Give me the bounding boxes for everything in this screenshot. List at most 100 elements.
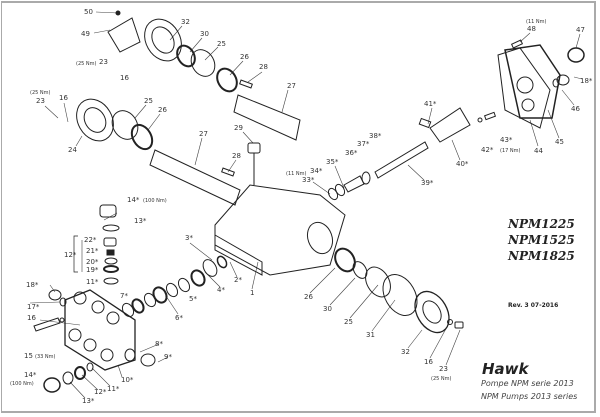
callout: 34* [310,167,323,175]
bearing-26 [216,67,238,93]
callout: 32 [181,18,190,26]
model-name: NPM1525 [508,233,575,247]
callout: 10* [121,376,134,384]
torque-note: (100 Nm) [10,381,34,387]
callout: 4* [217,286,225,294]
callout: 35* [326,158,339,166]
frame-border [1,1,596,413]
callout: 17* [27,303,40,311]
callout: 11* [86,278,99,286]
pin-41 [418,117,432,129]
valve-plug-14 [99,204,117,218]
callout: 24 [68,146,77,154]
callout: 46 [571,105,580,113]
callout: 37* [357,140,370,148]
torque-note: (25 Nm) [76,61,97,67]
callout: 40* [456,160,469,168]
callout: 49 [81,30,90,38]
torque-note: (33 Nm) [35,354,56,360]
oring-46 [552,78,560,88]
valve-plug-14b [43,377,61,393]
subtitle-french: Pompe NPM serie 2013 [481,379,574,388]
torque-note: (11 Nm) [286,171,307,177]
valve-22 [103,237,117,247]
callout: 45 [555,138,564,146]
manifold [64,289,136,371]
model-name: NPM1225 [508,217,575,231]
callout: 16 [59,94,68,102]
seal-30 [176,44,196,68]
callout: 33* [302,176,315,184]
key-28 [239,79,253,89]
callout: 47 [576,26,585,34]
screw-23b [454,321,464,329]
part-36 [361,171,371,185]
callout: 6* [175,314,183,322]
callout: 29 [234,124,243,132]
callout: 22* [84,236,97,244]
callout: 11* [107,385,120,393]
gasket-31 [382,274,418,316]
callout: 42* [481,146,494,154]
callout: 9* [164,353,172,361]
callout: 16 [27,314,36,322]
callout: 43* [500,136,513,144]
callout: 41* [424,100,437,108]
washer-42 [477,117,483,123]
oring-25 [190,49,216,77]
revision-label: Rev. 3 07-2016 [508,302,559,309]
callout: 27 [287,82,296,90]
callout: 27 [199,130,208,138]
callout: 13* [82,397,95,405]
torque-note: (25 Nm) [431,376,452,382]
oring-13 [102,224,120,232]
subtitle-english: NPM Pumps 2013 series [481,392,578,401]
callout: 44 [534,147,543,155]
callout: 18* [26,281,39,289]
callout: 2* [234,276,242,284]
oring-11 [103,277,119,285]
callout: 21* [86,247,99,255]
callout: 28 [232,152,241,160]
callout: 16 [120,74,129,82]
callout: 12* [64,251,77,259]
callout: 50 [84,8,93,16]
callout: 19* [86,266,99,274]
callout: 25 [344,318,353,326]
bolt-43 [483,111,497,121]
callout: 8* [155,340,163,348]
torque-note: (17 Nm) [500,148,521,154]
torque-note: (100 Nm) [143,198,167,204]
callout: 26 [158,106,167,114]
callout: 26 [304,293,313,301]
plunger-39 [374,141,429,179]
key-28b [221,167,235,177]
callout: 39* [421,179,434,187]
callout: 26 [240,53,249,61]
callout: 25 [217,40,226,48]
flange-32b [414,290,450,334]
callout: 30 [323,305,332,313]
callout: 12* [94,388,107,396]
callout: 7* [120,292,128,300]
callout: 36* [345,149,358,157]
callout: 38* [369,132,382,140]
flange-32 [144,18,182,62]
torque-note: (25 Nm) [30,90,51,96]
callout: 48 [527,25,536,33]
callout: 23 [439,365,448,373]
crankshaft-27b [149,149,241,206]
valve-seat-19 [103,265,119,273]
callout: 32 [401,348,410,356]
callout: 23 [36,97,45,105]
brand-name: Hawk [482,360,529,378]
callout: 31 [366,331,375,339]
callout: 3* [185,234,193,242]
plug-18 [556,74,570,86]
callout: 14* [127,196,140,204]
callout: 25 [144,97,153,105]
crankcase-1 [214,184,346,276]
conrod-40 [429,107,471,143]
